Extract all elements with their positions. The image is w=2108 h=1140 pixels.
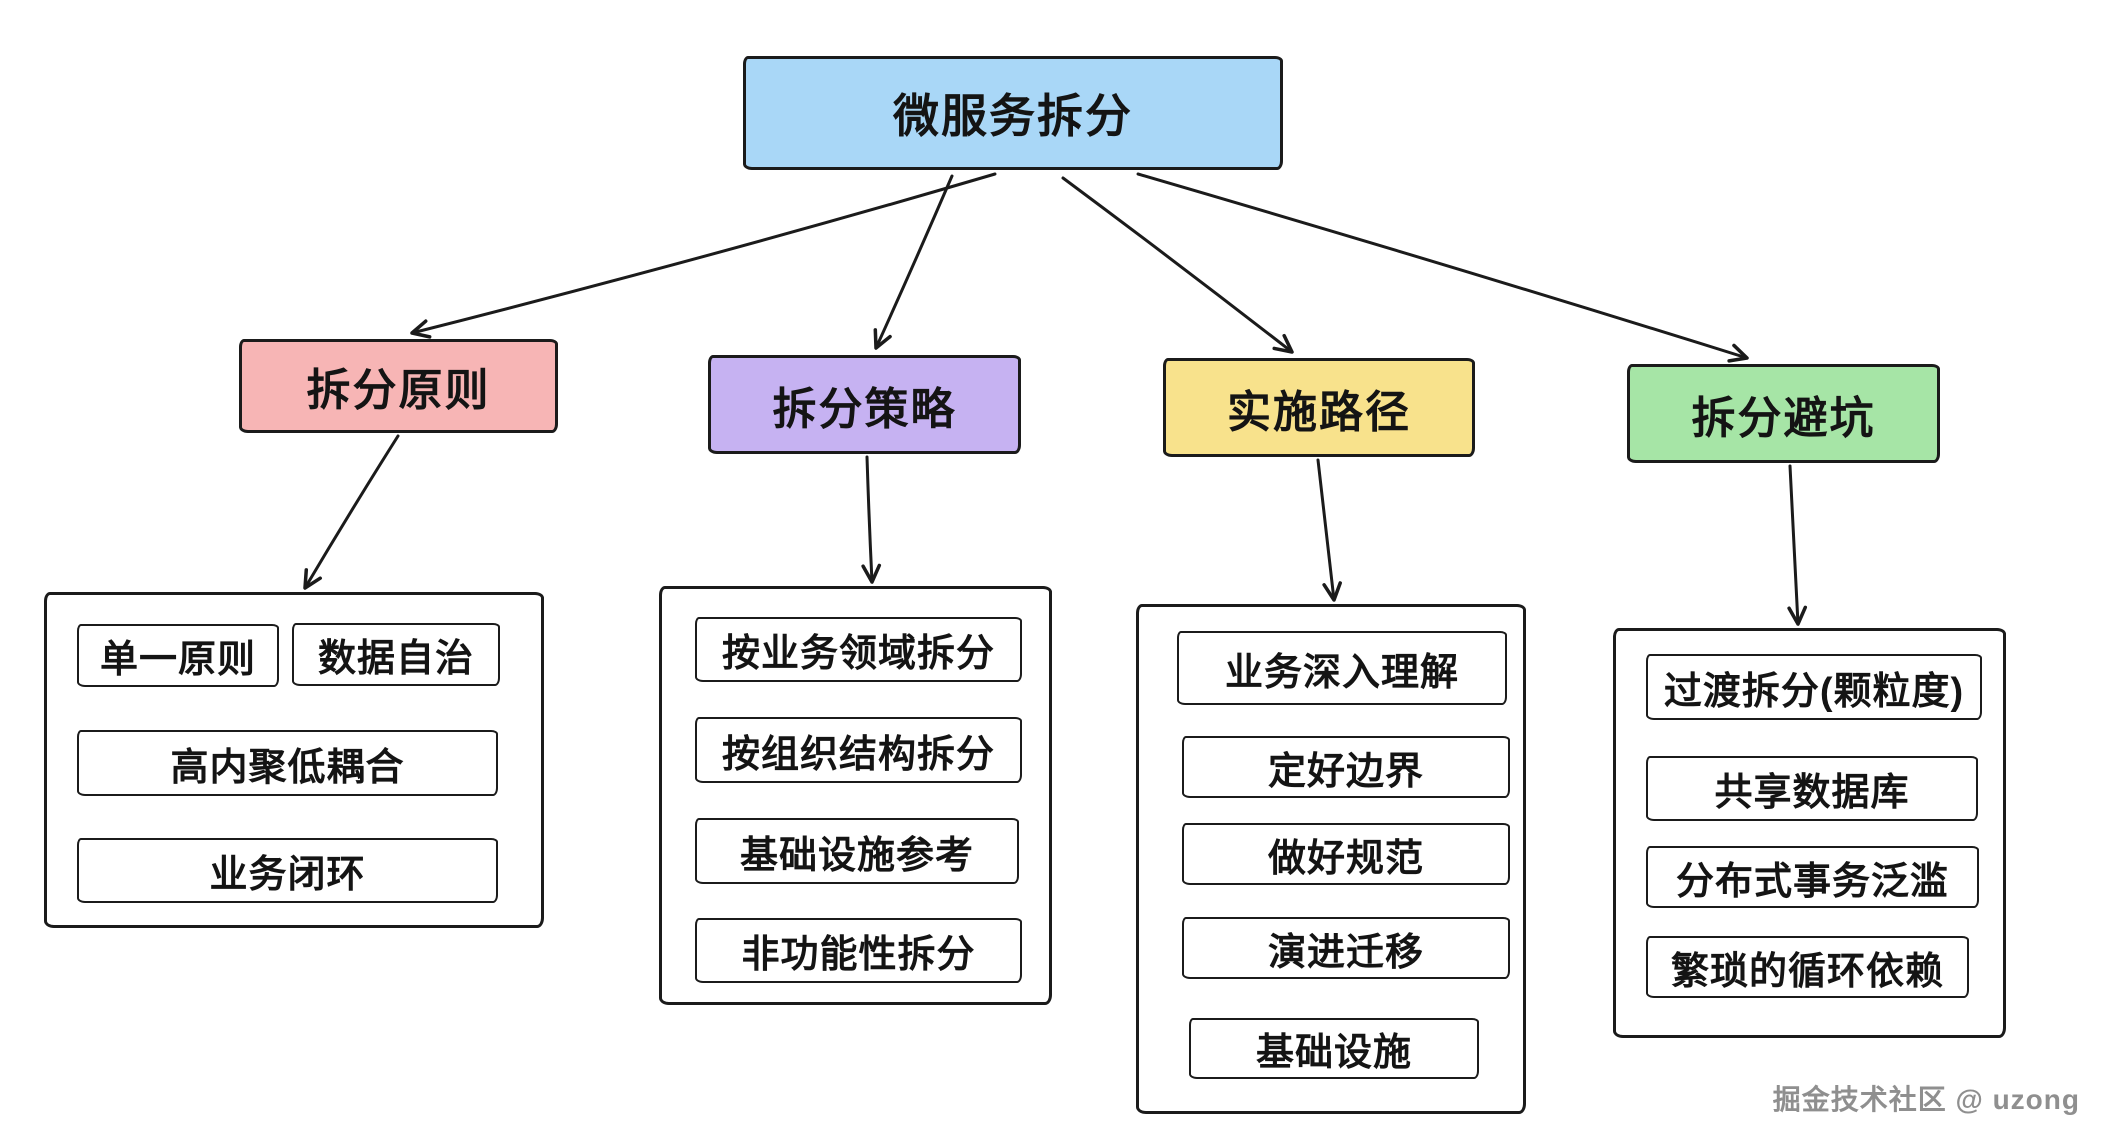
- item-strategies-2: 基础设施参考: [695, 818, 1019, 884]
- item-pitfalls-1: 共享数据库: [1646, 756, 1978, 821]
- group-principles: 单一原则 数据自治 高内聚低耦合 业务闭环: [44, 592, 544, 928]
- node-root: 微服务拆分: [743, 56, 1283, 170]
- group-pitfalls: 过渡拆分(颗粒度) 共享数据库 分布式事务泛滥 繁琐的循环依赖: [1613, 628, 2006, 1038]
- edge-pitfalls-to-group: [1787, 464, 1808, 626]
- item-pitfalls-3: 繁琐的循环依赖: [1646, 936, 1969, 998]
- edge-root-to-pitfalls: [1136, 172, 1749, 363]
- item-path-3: 演进迁移: [1182, 917, 1510, 979]
- group-strategies: 按业务领域拆分 按组织结构拆分 基础设施参考 非功能性拆分: [659, 586, 1052, 1005]
- group-path: 业务深入理解 定好边界 做好规范 演进迁移 基础设施: [1136, 604, 1526, 1114]
- item-principles-0: 单一原则: [77, 624, 279, 687]
- node-branch-path: 实施路径: [1163, 358, 1475, 457]
- edge-root-to-path: [1061, 176, 1294, 354]
- edge-principles-to-group: [303, 434, 400, 590]
- item-path-2: 做好规范: [1182, 823, 1510, 885]
- item-path-4: 基础设施: [1189, 1018, 1479, 1079]
- edge-root-to-principles: [410, 172, 997, 339]
- item-principles-2: 高内聚低耦合: [77, 730, 498, 796]
- node-branch-principles: 拆分原则: [239, 339, 558, 433]
- item-strategies-1: 按组织结构拆分: [695, 717, 1022, 783]
- watermark: 掘金技术社区 @ uzong: [1772, 1084, 2080, 1115]
- item-strategies-0: 按业务领域拆分: [695, 617, 1022, 682]
- node-branch-strategies: 拆分策略: [708, 355, 1021, 454]
- item-principles-3: 业务闭环: [77, 838, 498, 903]
- item-path-0: 业务深入理解: [1177, 631, 1507, 705]
- item-strategies-3: 非功能性拆分: [695, 918, 1022, 983]
- edge-path-to-group: [1316, 458, 1342, 602]
- node-branch-pitfalls: 拆分避坑: [1627, 364, 1940, 463]
- edge-root-to-strategies: [873, 174, 954, 350]
- item-path-1: 定好边界: [1182, 736, 1510, 798]
- edge-strategies-to-group: [861, 455, 882, 584]
- item-principles-1: 数据自治: [292, 623, 500, 686]
- item-pitfalls-0: 过渡拆分(颗粒度): [1646, 654, 1982, 720]
- item-pitfalls-2: 分布式事务泛滥: [1646, 846, 1979, 908]
